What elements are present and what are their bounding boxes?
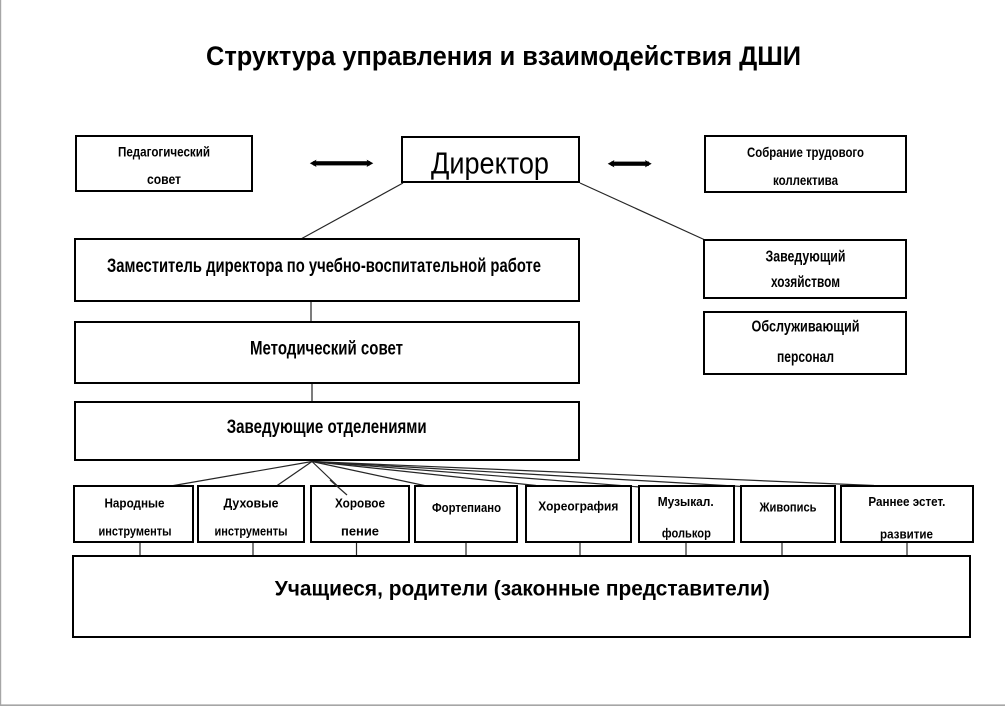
svg-text:инструменты: инструменты xyxy=(215,524,288,539)
svg-text:Собрание трудового: Собрание трудового xyxy=(747,144,864,160)
svg-text:Методический совет: Методический совет xyxy=(250,338,403,359)
svg-text:развитие: развитие xyxy=(880,527,933,542)
svg-text:Заведующие отделениями: Заведующие отделениями xyxy=(227,417,427,438)
svg-text:инструменты: инструменты xyxy=(99,524,172,539)
svg-text:хозяйством: хозяйством xyxy=(771,274,840,291)
svg-text:совет: совет xyxy=(147,171,181,187)
svg-text:Духовые: Духовые xyxy=(224,496,279,511)
svg-text:пение: пение xyxy=(341,524,379,539)
svg-text:Музыкал.: Музыкал. xyxy=(658,494,714,509)
svg-text:Педагогический: Педагогический xyxy=(118,144,210,160)
svg-text:Народные: Народные xyxy=(105,496,165,511)
svg-text:Заместитель директора по учебн: Заместитель директора по учебно-воспитат… xyxy=(107,256,541,277)
svg-text:Живопись: Живопись xyxy=(759,499,817,514)
svg-text:Обслуживающий: Обслуживающий xyxy=(752,319,860,336)
svg-text:Учащиеся, родители (законные п: Учащиеся, родители (законные представите… xyxy=(275,578,770,601)
svg-text:Хоровое: Хоровое xyxy=(335,496,385,511)
svg-text:Директор: Директор xyxy=(431,146,549,181)
svg-text:Фортепиано: Фортепиано xyxy=(432,500,501,515)
svg-text:Раннее эстет.: Раннее эстет. xyxy=(868,494,945,509)
svg-text:Хореография: Хореография xyxy=(538,499,618,514)
svg-text:персонал: персонал xyxy=(777,349,834,366)
svg-text:Структура управления и взаимод: Структура управления и взаимодействия ДШ… xyxy=(206,41,801,71)
svg-text:Заведующий: Заведующий xyxy=(766,249,846,266)
svg-text:фолькор: фолькор xyxy=(662,526,711,541)
svg-text:коллектива: коллектива xyxy=(773,172,838,188)
